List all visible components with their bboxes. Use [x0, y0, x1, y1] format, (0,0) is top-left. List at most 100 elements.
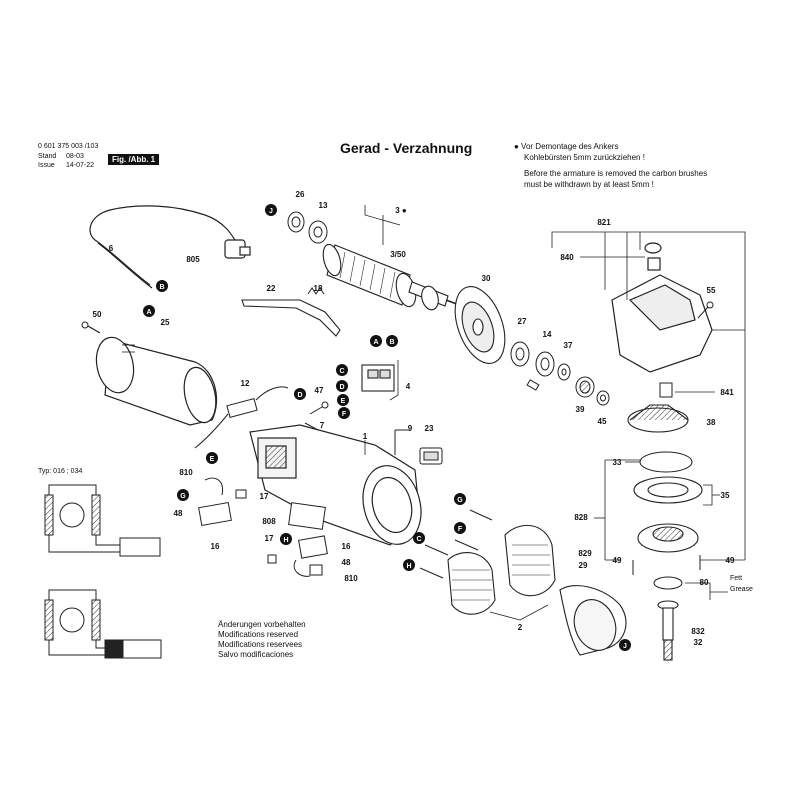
stand-value: 08-03 — [66, 153, 84, 160]
gear-housing-1 — [249, 424, 422, 546]
label-45: 45 — [598, 417, 607, 426]
label-50: 50 — [93, 310, 102, 319]
label-29: 29 — [579, 561, 588, 570]
circle-letter-b-switch: B — [386, 335, 398, 347]
screw-55 — [697, 301, 714, 319]
wiring-schematic-016 — [44, 484, 161, 557]
note-en-line1: Before the armature is removed the carbo… — [524, 169, 708, 178]
label-832: 832 — [691, 627, 705, 636]
modifications-de: Änderungen vorbehalten — [218, 620, 306, 629]
label-26: 26 — [296, 190, 305, 199]
part-number-header: 0 601 375 003 /103 — [38, 143, 99, 150]
screw-47 — [309, 401, 329, 415]
label-16-upper: 16 — [211, 542, 220, 551]
motor-housing-25 — [95, 336, 218, 426]
svg-text:J: J — [269, 208, 273, 215]
label-14: 14 — [543, 330, 552, 339]
label-80: 80 — [700, 578, 709, 587]
svg-text:C: C — [339, 368, 344, 375]
svg-text:B: B — [159, 284, 164, 291]
svg-text:H: H — [406, 563, 411, 570]
label-7: 7 — [320, 421, 325, 430]
bearing-841 — [659, 382, 673, 398]
label-18: 18 — [314, 284, 323, 293]
part-9 — [394, 429, 410, 455]
figure-label: Fig. /Abb. 1 — [108, 154, 160, 165]
modifications-fr: Modifications reservees — [218, 640, 303, 649]
label-25: 25 — [161, 318, 170, 327]
label-810-upper: 810 — [179, 468, 193, 477]
modifications-es: Salvo modificaciones — [218, 650, 294, 659]
grease-en: Grease — [730, 586, 753, 593]
armature-3 — [322, 243, 463, 311]
bearing-13 — [308, 220, 328, 244]
label-17-lower: 17 — [265, 534, 274, 543]
flange-35 — [633, 476, 703, 504]
brush-17-lower — [267, 554, 277, 564]
label-35: 35 — [721, 491, 730, 500]
nut-45 — [596, 390, 610, 406]
svg-text:G: G — [457, 497, 463, 504]
stand-label: Stand — [38, 153, 57, 160]
field-screws — [419, 509, 493, 579]
bearing-14 — [535, 351, 555, 377]
svg-text:D: D — [339, 384, 344, 391]
note-en-line2: must be withdrawn by at least 5mm ! — [524, 180, 654, 189]
label-840: 840 — [560, 253, 574, 262]
bearing-27 — [510, 341, 530, 367]
svg-text:A: A — [146, 309, 151, 316]
label-17-upper: 17 — [260, 492, 269, 501]
stator-coil-c — [447, 552, 496, 615]
fan-30 — [454, 286, 506, 364]
label-32: 32 — [694, 638, 703, 647]
label-49-left: 49 — [613, 556, 622, 565]
label-810-lower: 810 — [344, 574, 358, 583]
svg-text:B: B — [389, 339, 394, 346]
circle-letter-h-brush: H — [280, 533, 292, 545]
label-828: 828 — [574, 513, 588, 522]
label-27: 27 — [518, 317, 527, 326]
label-6: 6 — [109, 244, 114, 253]
guard-29 — [559, 585, 627, 656]
svg-text:F: F — [458, 526, 463, 533]
washer-80 — [653, 576, 683, 590]
stator-coil-f — [504, 524, 556, 597]
label-30: 30 — [482, 274, 491, 283]
circle-letter-c-switch: C — [336, 364, 348, 376]
brush-holder-upper — [198, 477, 232, 527]
circle-letter-c-field: C — [413, 532, 425, 544]
label-23: 23 — [425, 424, 434, 433]
power-cord — [89, 205, 251, 289]
switch-rod-22 — [241, 299, 341, 337]
part-number-labels: 26 13 3 ● 3/50 6 805 18 22 50 25 30 27 1… — [93, 190, 735, 647]
label-808: 808 — [262, 517, 276, 526]
bevel-gear-38 — [627, 404, 689, 433]
label-829: 829 — [578, 549, 592, 558]
svg-text:J: J — [623, 643, 627, 650]
circle-letter-g-field: G — [454, 493, 466, 505]
oring-33 — [639, 451, 693, 473]
label-805: 805 — [186, 255, 200, 264]
plate-808 — [288, 502, 326, 530]
svg-text:E: E — [341, 398, 346, 405]
label-13: 13 — [319, 201, 328, 210]
brush-17-upper — [235, 489, 247, 499]
circle-letter-d-switch: D — [336, 380, 348, 392]
circle-letter-a-switch: A — [370, 335, 382, 347]
label-39: 39 — [576, 405, 585, 414]
callout-letters: J B A A B C D E F D E G H G F C H J — [143, 204, 631, 651]
circle-letter-f-field: F — [454, 522, 466, 534]
switch-4 — [361, 364, 395, 392]
circle-letter-b-cord: B — [156, 280, 168, 292]
label-9: 9 — [408, 424, 413, 433]
circle-letter-j-top: J — [265, 204, 277, 216]
circle-letter-e-switch: E — [337, 394, 349, 406]
bearing-flange — [637, 523, 699, 553]
label-1: 1 — [363, 432, 368, 441]
screws-49 — [632, 555, 701, 575]
leader-lines — [364, 205, 746, 621]
label-48-upper: 48 — [174, 509, 183, 518]
brush-holder-lower — [293, 535, 328, 577]
svg-text:E: E — [210, 456, 215, 463]
